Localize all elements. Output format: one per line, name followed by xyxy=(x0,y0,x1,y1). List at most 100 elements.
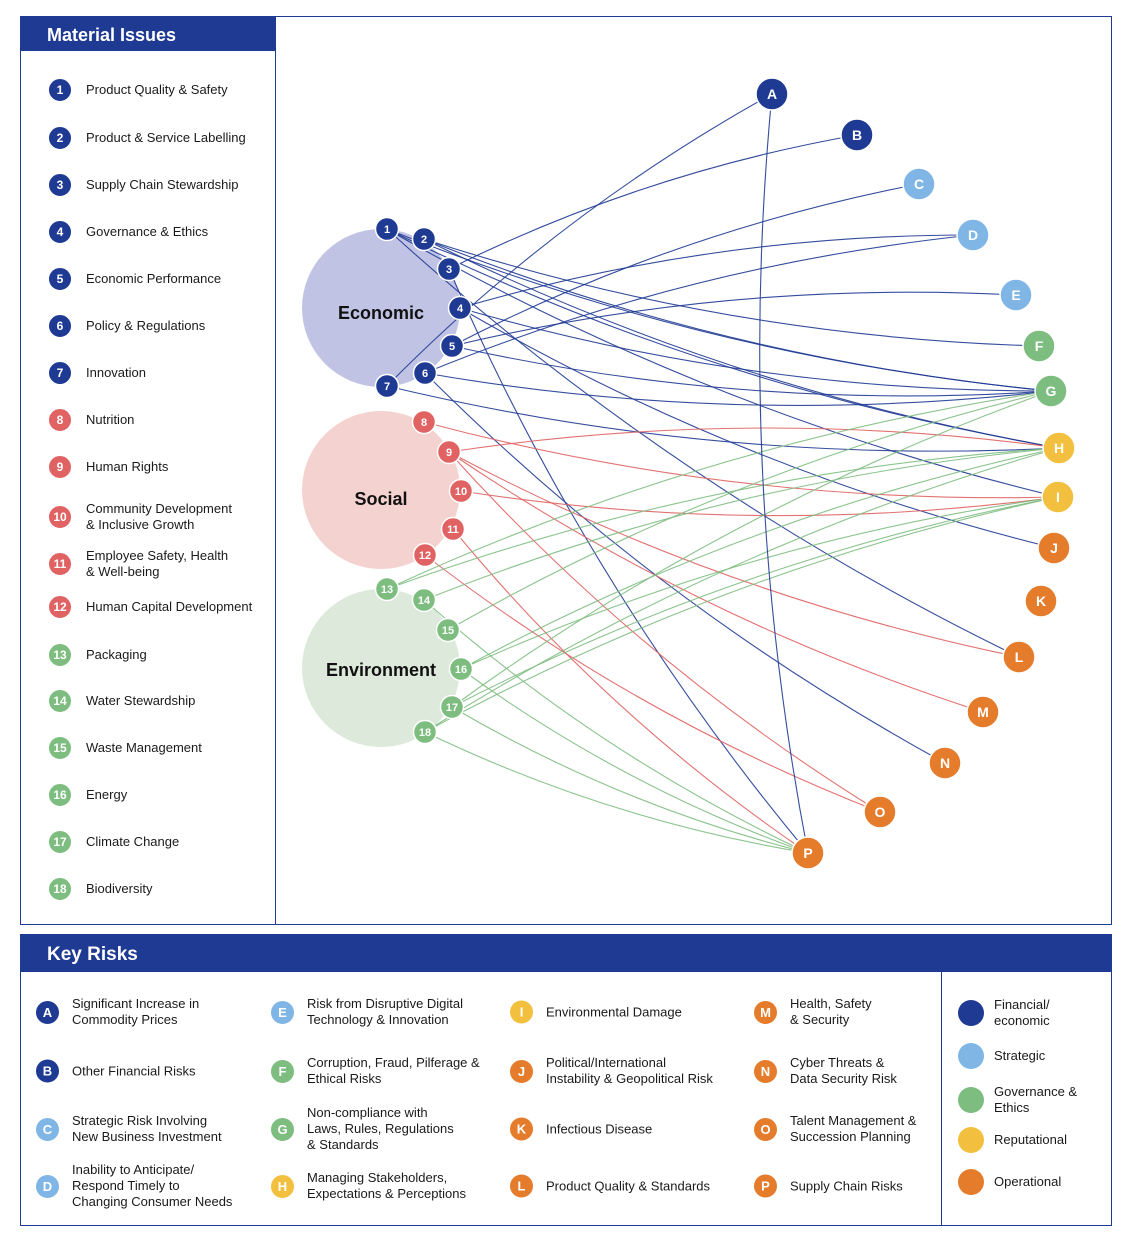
link-8-I xyxy=(423,421,1059,499)
issue-node-label: 16 xyxy=(455,664,467,676)
link-18-I xyxy=(424,496,1059,733)
risk-node-label: F xyxy=(1035,338,1044,354)
risk-node-label: H xyxy=(1054,440,1064,456)
issue-number-badge: 18 xyxy=(48,877,72,901)
environment-bubble xyxy=(302,589,460,747)
issue-node xyxy=(439,333,465,359)
issue-label: Economic Performance xyxy=(86,271,222,286)
issue-node xyxy=(412,719,438,745)
risk-node xyxy=(791,836,825,870)
link-17-P xyxy=(451,706,809,854)
risk-node xyxy=(999,278,1033,312)
issue-label: Innovation xyxy=(86,365,146,380)
issue-node-label: 1 xyxy=(384,224,390,236)
link-5-G xyxy=(451,345,1052,397)
social-bubble-label: Social xyxy=(354,489,407,509)
risk-node-label: P xyxy=(803,845,812,861)
link-2-F xyxy=(423,238,1040,347)
issue-node-label: 6 xyxy=(422,368,428,380)
risk-node xyxy=(1041,480,1075,514)
issue-node xyxy=(411,226,437,252)
issue-label: Packaging xyxy=(86,647,147,662)
issue-label: Supply Chain Stewardship xyxy=(86,177,239,192)
issue-number-badge: 8 xyxy=(48,408,72,432)
issue-node-label: 13 xyxy=(381,584,393,596)
issue-node xyxy=(436,439,462,465)
issue-node-label: 11 xyxy=(447,524,459,536)
risk-node-label: C xyxy=(914,176,924,192)
risk-node xyxy=(928,746,962,780)
link-13-G xyxy=(386,390,1052,590)
issue-node xyxy=(448,656,474,682)
issue-label: Product & Service Labelling xyxy=(86,130,246,145)
link-16-H xyxy=(460,447,1060,670)
issue-node xyxy=(447,295,473,321)
issue-node xyxy=(435,617,461,643)
issue-node-label: 3 xyxy=(446,264,452,276)
risk-node xyxy=(902,167,936,201)
material-issues-header: Material Issues xyxy=(20,16,276,51)
risk-node-label: N xyxy=(940,755,950,771)
link-18-H xyxy=(424,447,1060,733)
issue-label: Human Rights xyxy=(86,459,169,474)
link-4-D xyxy=(459,234,974,309)
risk-node xyxy=(1034,374,1068,408)
issue-node xyxy=(448,478,474,504)
risk-node xyxy=(1024,584,1058,618)
issue-number-badge: 6 xyxy=(48,314,72,338)
link-3-P xyxy=(448,268,809,854)
link-15-G xyxy=(447,390,1052,631)
issue-node xyxy=(411,587,437,613)
issue-node xyxy=(411,409,437,435)
link-17-G xyxy=(451,390,1052,708)
link-12-O xyxy=(424,554,881,813)
material-issues-panel xyxy=(20,16,276,925)
risk-node xyxy=(966,695,1000,729)
issue-label: Community Development & Inclusive Growth xyxy=(86,501,232,532)
link-11-P xyxy=(452,528,809,854)
issue-number-badge: 7 xyxy=(48,361,72,385)
risk-node xyxy=(956,218,990,252)
material-issue-item: 7 Innovation xyxy=(48,361,146,385)
risk-node-label: K xyxy=(1036,593,1046,609)
risk-node-label: B xyxy=(852,127,862,143)
link-10-I xyxy=(460,490,1059,517)
issue-label: Human Capital Development xyxy=(86,599,253,614)
link-9-H xyxy=(448,427,1060,453)
issue-node-label: 7 xyxy=(384,381,390,393)
issue-node xyxy=(374,216,400,242)
link-6-D xyxy=(424,234,974,374)
issue-label: Water Stewardship xyxy=(86,693,196,708)
risk-node-label: J xyxy=(1050,540,1058,556)
issue-node xyxy=(440,516,466,542)
risk-node-label: I xyxy=(1056,489,1060,505)
issue-label: Governance & Ethics xyxy=(86,224,209,239)
link-6-N xyxy=(424,372,946,764)
issue-node-label: 4 xyxy=(457,303,464,315)
key-risks-frame xyxy=(20,934,1112,1226)
link-1-L xyxy=(386,228,1020,658)
issue-label: Product Quality & Safety xyxy=(86,82,228,97)
risk-node xyxy=(755,77,789,111)
key-risks-divider xyxy=(941,972,942,1226)
issue-number-badge: 15 xyxy=(48,736,72,760)
issue-number-badge: 16 xyxy=(48,783,72,807)
link-3-B xyxy=(448,134,858,270)
issue-node-label: 14 xyxy=(418,595,431,607)
link-13-H xyxy=(386,447,1060,590)
social-bubble xyxy=(302,411,460,569)
link-2-H xyxy=(423,238,1060,449)
link-14-H xyxy=(423,447,1060,601)
risk-node-label: D xyxy=(968,227,978,243)
